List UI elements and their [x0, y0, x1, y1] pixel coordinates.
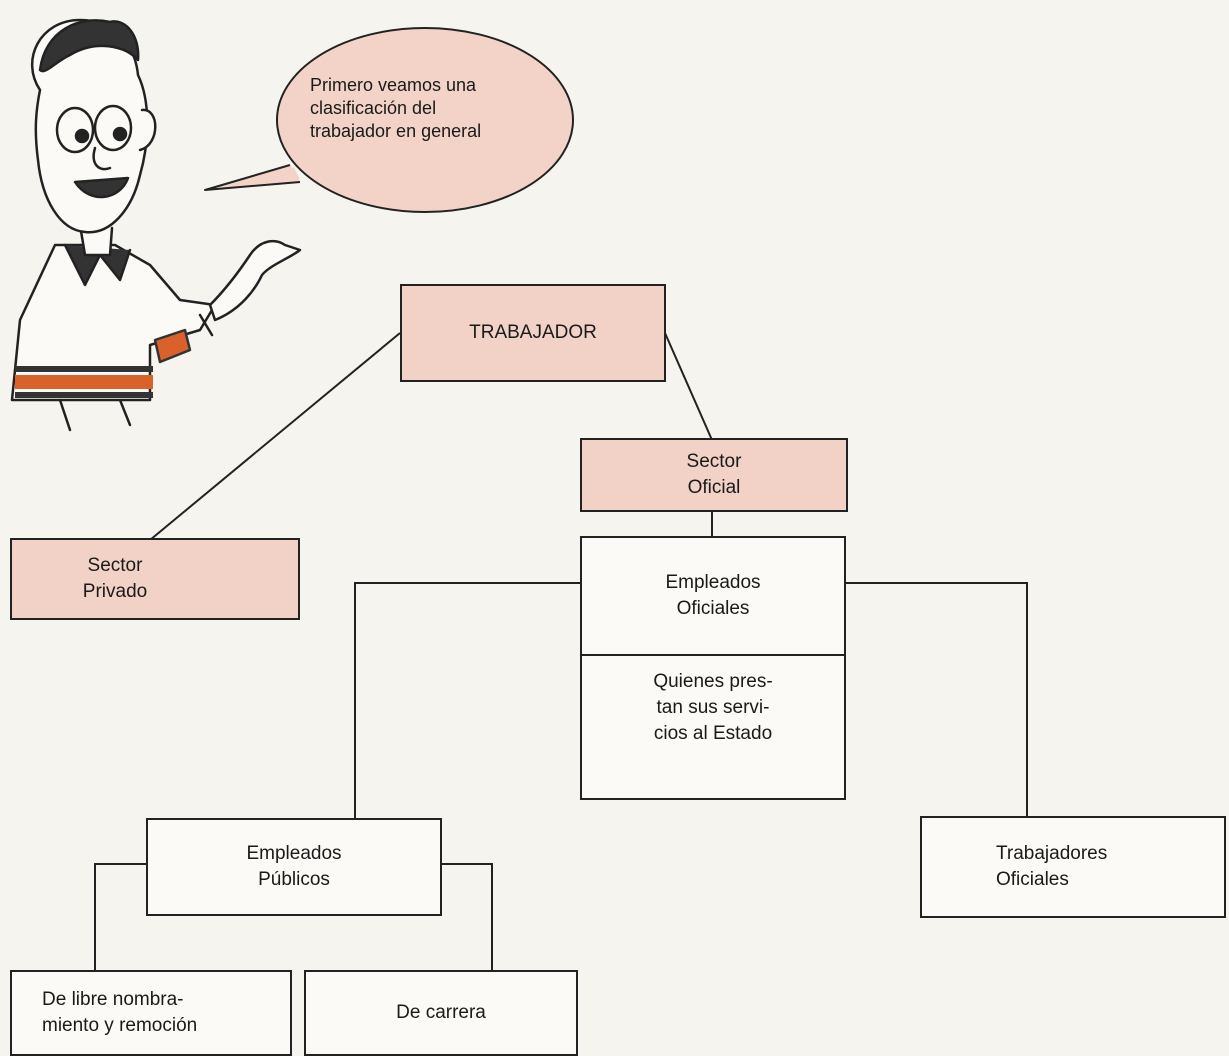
node-sector-privado-label: Sector Privado	[82, 555, 148, 602]
connector-lines	[94, 332, 1028, 972]
node-de-carrera: De carrera	[304, 970, 578, 1056]
hand-icon	[208, 239, 302, 322]
speech-bubble	[204, 27, 574, 213]
node-trabajadores-oficiales-label: Trabajadores Oficiales	[996, 843, 1108, 890]
node-sector-oficial: Sector Oficial	[580, 438, 848, 512]
speech-bubble-text: Primero veamos una clasificación del tra…	[310, 75, 482, 141]
shirt-outline-icon	[10, 243, 217, 402]
node-empleados-oficiales: Empleados Oficiales Quienes pres- tan su…	[580, 536, 846, 800]
node-empleados-publicos: Empleados Públicos	[146, 818, 442, 916]
node-libre-nombramiento-label: De libre nombra- miento y remoción	[42, 989, 198, 1036]
hair-icon	[38, 19, 140, 73]
node-libre-nombramiento: De libre nombra- miento y remoción	[10, 970, 292, 1056]
connector-trabajador-oficial	[664, 332, 713, 441]
connector-to-libre-nombramiento	[94, 863, 148, 972]
connector-trabajador-privado	[149, 332, 401, 541]
node-sector-privado: Sector Privado	[10, 538, 300, 620]
node-empleados-oficiales-label: Empleados Oficiales	[665, 572, 761, 619]
connector-to-de-carrera	[440, 863, 493, 972]
node-trabajador-label: TRABAJADOR	[469, 322, 597, 343]
stripe-icon	[15, 375, 153, 389]
empleados-oficiales-divider	[580, 654, 846, 656]
connector-to-empleados-publicos	[354, 582, 580, 820]
eye-icon	[55, 106, 95, 154]
node-sector-oficial-label: Sector Oficial	[686, 451, 742, 498]
node-empleados-oficiales-description: Quienes pres- tan sus servi- cios al Est…	[653, 671, 773, 744]
node-trabajador: TRABAJADOR	[400, 284, 666, 382]
node-empleados-publicos-label: Empleados Públicos	[246, 843, 342, 890]
cartoon-man-illustration	[10, 18, 302, 432]
connector-to-trabajadores-oficiales	[846, 582, 1028, 818]
node-trabajadores-oficiales: Trabajadores Oficiales	[920, 816, 1226, 918]
node-de-carrera-label: De carrera	[396, 1002, 486, 1023]
